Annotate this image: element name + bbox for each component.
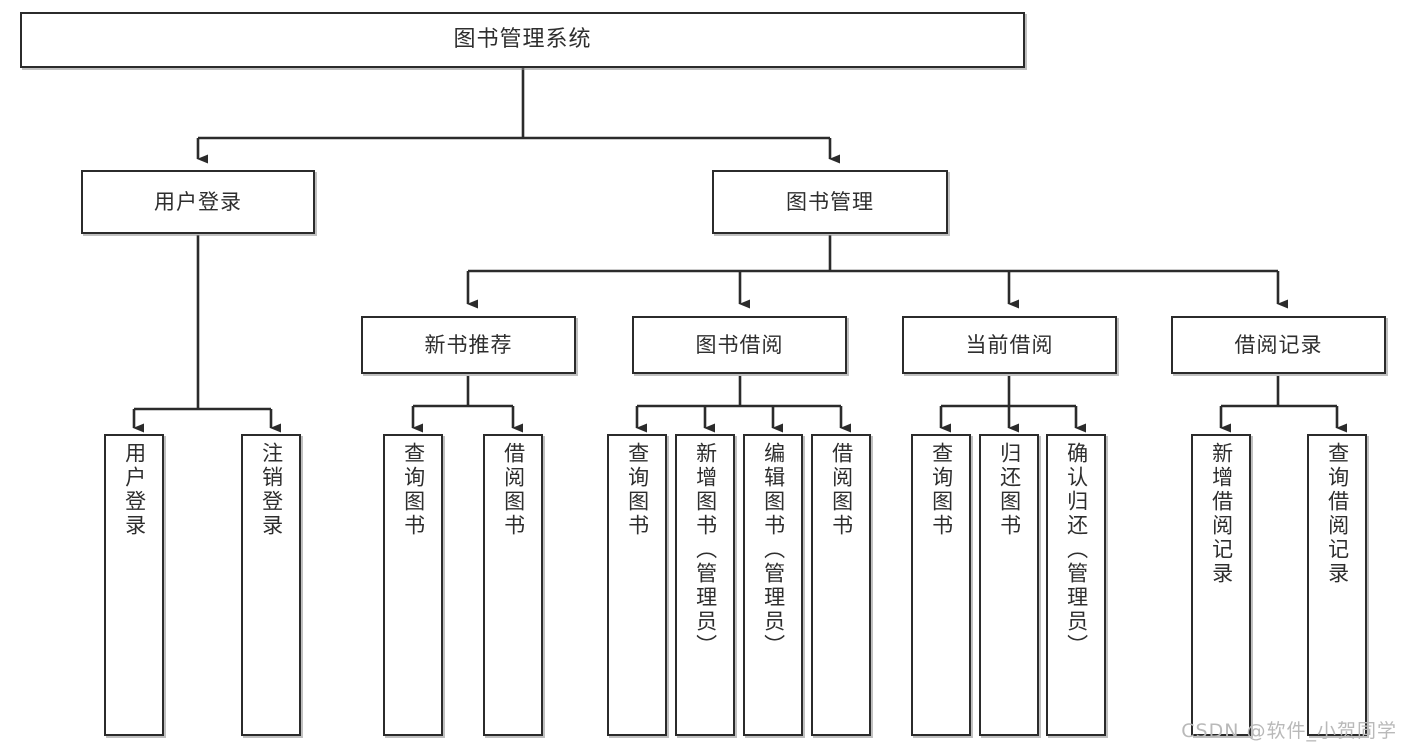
node-leaf-add-book-label: 新增图书（管理员） xyxy=(693,442,718,658)
node-leaf-query-book-1[interactable]: 查询图书 xyxy=(383,434,443,736)
node-book-borrow[interactable]: 图书借阅 xyxy=(632,316,847,374)
node-leaf-borrow-book-1[interactable]: 借阅图书 xyxy=(483,434,543,736)
node-user-login[interactable]: 用户登录 xyxy=(81,170,315,234)
node-leaf-add-record-label: 新增借阅记录 xyxy=(1209,442,1234,586)
node-leaf-edit-book-label: 编辑图书（管理员） xyxy=(761,442,786,658)
node-new-book-recommend[interactable]: 新书推荐 xyxy=(361,316,576,374)
node-leaf-query-book-3[interactable]: 查询图书 xyxy=(911,434,971,736)
node-leaf-return-book[interactable]: 归还图书 xyxy=(979,434,1039,736)
node-book-manage[interactable]: 图书管理 xyxy=(712,170,948,234)
node-current-borrow[interactable]: 当前借阅 xyxy=(902,316,1117,374)
node-user-login-label: 用户登录 xyxy=(154,189,242,214)
node-leaf-borrow-book-2[interactable]: 借阅图书 xyxy=(811,434,871,736)
node-leaf-query-book-3-label: 查询图书 xyxy=(929,442,954,538)
node-root[interactable]: 图书管理系统 xyxy=(20,12,1025,68)
node-leaf-query-record-label: 查询借阅记录 xyxy=(1325,442,1350,586)
node-borrow-record-label: 借阅记录 xyxy=(1234,332,1323,357)
node-leaf-add-record[interactable]: 新增借阅记录 xyxy=(1191,434,1251,736)
node-book-borrow-label: 图书借阅 xyxy=(695,332,784,357)
node-leaf-query-book-2-label: 查询图书 xyxy=(625,442,650,538)
node-leaf-borrow-book-1-label: 借阅图书 xyxy=(501,442,526,538)
node-root-label: 图书管理系统 xyxy=(453,27,592,53)
node-leaf-confirm-return[interactable]: 确认归还（管理员） xyxy=(1046,434,1106,736)
node-leaf-user-login-label: 用户登录 xyxy=(122,442,147,538)
node-leaf-borrow-book-2-label: 借阅图书 xyxy=(829,442,854,538)
node-leaf-query-book-2[interactable]: 查询图书 xyxy=(607,434,667,736)
node-new-book-recommend-label: 新书推荐 xyxy=(424,332,513,357)
node-borrow-record[interactable]: 借阅记录 xyxy=(1171,316,1386,374)
node-book-manage-label: 图书管理 xyxy=(786,189,874,214)
node-leaf-confirm-return-label: 确认归还（管理员） xyxy=(1064,442,1089,658)
node-leaf-logout-login-label: 注销登录 xyxy=(259,442,284,538)
node-leaf-return-book-label: 归还图书 xyxy=(997,442,1022,538)
node-leaf-query-book-1-label: 查询图书 xyxy=(401,442,426,538)
node-current-borrow-label: 当前借阅 xyxy=(965,332,1054,357)
node-leaf-user-login[interactable]: 用户登录 xyxy=(104,434,164,736)
node-leaf-query-record[interactable]: 查询借阅记录 xyxy=(1307,434,1367,736)
node-leaf-logout-login[interactable]: 注销登录 xyxy=(241,434,301,736)
node-leaf-add-book[interactable]: 新增图书（管理员） xyxy=(675,434,735,736)
node-leaf-edit-book[interactable]: 编辑图书（管理员） xyxy=(743,434,803,736)
